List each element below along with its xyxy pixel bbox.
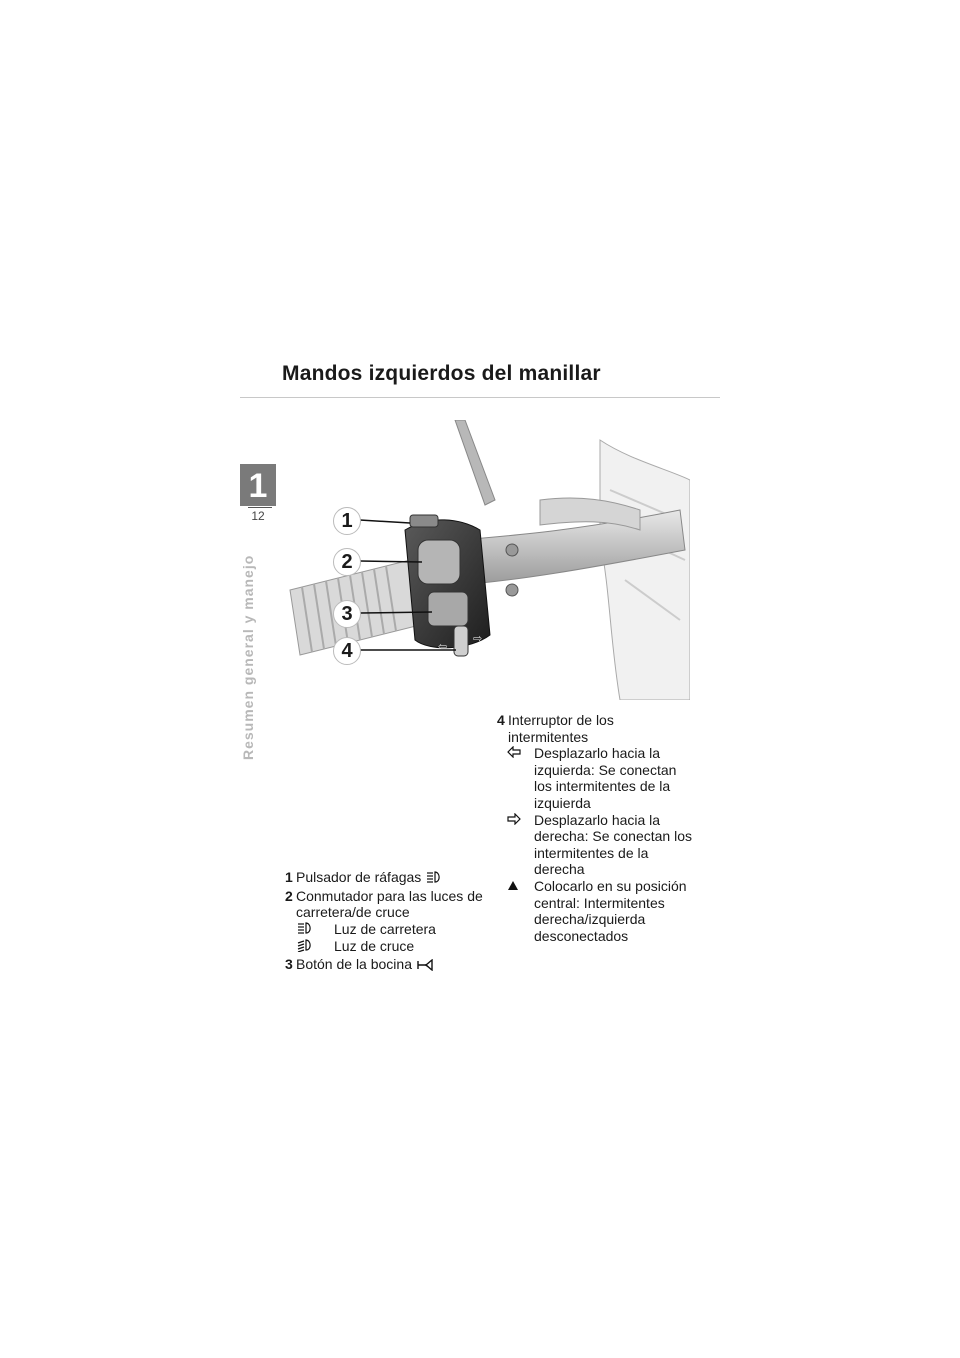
legend-text: Pulsador de ráfagas <box>296 869 422 885</box>
legend-text: Botón de la bocina <box>296 955 412 972</box>
high-beam-icon <box>296 921 334 939</box>
option-text: Luz de cruce <box>334 938 415 955</box>
legend-left-column: 1 Pulsador de ráfagas 2 Conmutador para … <box>285 869 485 975</box>
section-side-label: Resumen general y manejo <box>240 554 256 760</box>
callout-3: 3 <box>333 600 361 628</box>
option-text: Colocarlo en su posición central: Interm… <box>534 877 687 944</box>
low-beam-icon <box>296 938 334 956</box>
horn-icon <box>416 958 434 975</box>
legend-item-3: 3 Botón de la bocina <box>285 956 485 975</box>
legend-text: Interruptor de los intermitentes <box>508 712 614 745</box>
triangle-up-icon <box>497 878 534 944</box>
svg-text:⇦: ⇦ <box>438 640 447 653</box>
legend-item-4-option-center: Colocarlo en su posición central: Interm… <box>497 878 697 944</box>
chapter-divider <box>248 507 272 508</box>
page-title: Mandos izquierdos del manillar <box>282 362 601 385</box>
legend-item-2-option-1: Luz de carretera <box>285 921 485 939</box>
legend-item-4-option-right: Desplazarlo hacia la derecha: Se conecta… <box>497 812 697 878</box>
legend-number: 2 <box>285 887 293 904</box>
legend-number: 3 <box>285 955 293 972</box>
callout-2: 2 <box>333 548 361 576</box>
page-number: 12 <box>251 509 265 523</box>
option-text: Desplazarlo hacia la derecha: Se conecta… <box>534 811 692 878</box>
legend-item-4: 4 Interruptor de los intermitentes <box>497 712 697 745</box>
high-beam-icon <box>425 870 443 888</box>
callout-4: 4 <box>333 637 361 665</box>
legend-item-2: 2 Conmutador para las luces de carretera… <box>285 888 485 921</box>
arrow-left-icon <box>497 745 534 811</box>
option-text: Desplazarlo hacia la izquierda: Se conec… <box>534 745 677 811</box>
title-divider <box>240 397 720 398</box>
handlebar-illustration: ⇦ ⇨ 1 2 3 4 <box>280 419 691 701</box>
legend-item-2-option-2: Luz de cruce <box>285 938 485 956</box>
callout-1: 1 <box>333 507 361 535</box>
svg-text:⇨: ⇨ <box>473 632 482 645</box>
legend-item-4-option-left: Desplazarlo hacia la izquierda: Se conec… <box>497 745 697 811</box>
legend-text: Conmutador para las luces de carretera/d… <box>296 887 483 921</box>
arrow-right-icon <box>497 812 534 878</box>
chapter-tab: 1 <box>240 464 276 506</box>
legend-number: 1 <box>285 869 293 885</box>
legend-right-column: 4 Interruptor de los intermitentes Despl… <box>497 712 697 944</box>
legend-number: 4 <box>497 712 505 728</box>
legend-item-1: 1 Pulsador de ráfagas <box>285 869 485 888</box>
option-text: Luz de carretera <box>334 920 436 937</box>
